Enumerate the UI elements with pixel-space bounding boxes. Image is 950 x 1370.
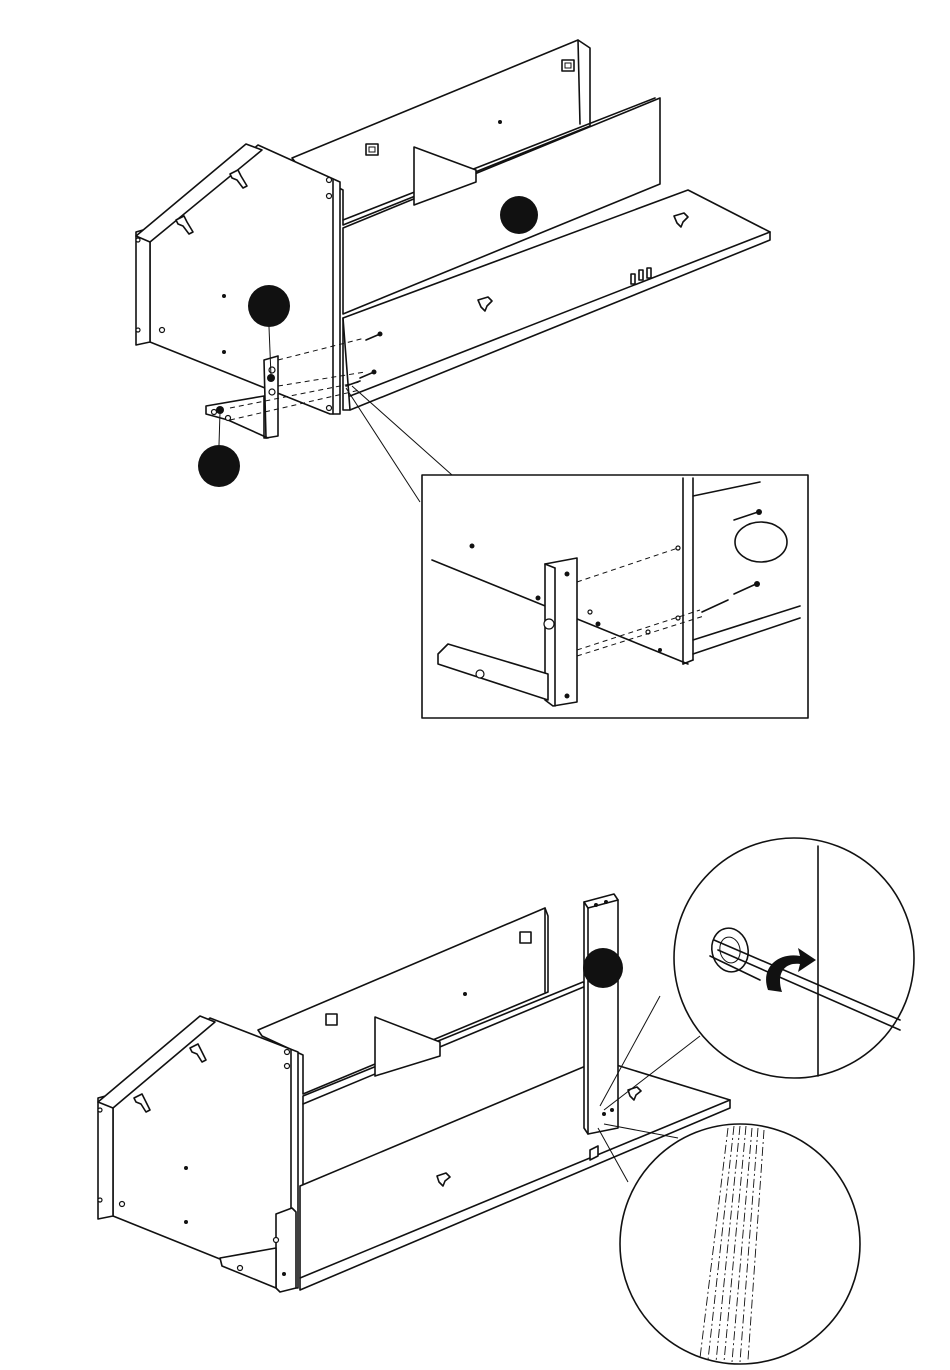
step-1-assembly — [136, 40, 808, 718]
callout-marker — [500, 196, 538, 234]
step-2-assembly — [98, 838, 914, 1364]
cam-lock-icon — [520, 932, 531, 943]
detail-view — [422, 475, 808, 718]
cam-lock-icon — [562, 60, 574, 71]
callout-marker — [583, 948, 623, 988]
zoom-wood-grain — [620, 1124, 860, 1364]
upright-leg — [584, 894, 618, 1160]
cam-lock-icon — [326, 1014, 337, 1025]
callout-marker — [248, 285, 290, 327]
callout-marker — [198, 445, 240, 487]
zoom-screwdriver — [674, 838, 914, 1078]
label-bubble — [735, 522, 787, 562]
side-gable-panel — [98, 1016, 298, 1288]
cam-lock-icon — [366, 144, 378, 155]
side-gable-panel — [136, 144, 340, 414]
